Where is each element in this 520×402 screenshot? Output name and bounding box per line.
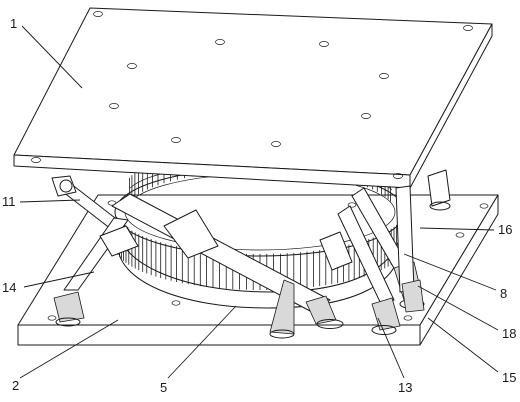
actuator-legs: [51, 169, 451, 339]
callout-label-1: 1: [10, 16, 17, 31]
callout-leader-13: [377, 317, 405, 379]
actuator-leg-center: [269, 279, 295, 339]
callout-leader-11: [19, 199, 81, 203]
callout-leader-15: [427, 317, 499, 373]
callout-leader-5: [167, 305, 237, 379]
callout-label-5: 5: [160, 380, 167, 395]
callout-label-14: 14: [2, 280, 16, 295]
callout-label-18: 18: [502, 326, 516, 341]
actuator-leg-11: [51, 175, 129, 237]
callout-label-11: 11: [2, 194, 16, 209]
callout-leader-18: [417, 285, 499, 331]
callout-leader-8: [403, 253, 497, 291]
callout-leader-2: [19, 319, 119, 379]
callout-leader-14: [23, 271, 95, 288]
callout-leader-16: [419, 227, 495, 231]
actuator-leg-14: [53, 217, 139, 327]
callout-label-2: 2: [12, 378, 19, 393]
callout-label-13: 13: [398, 380, 412, 395]
top-plate: [13, 7, 493, 189]
callout-label-16: 16: [498, 222, 512, 237]
actuator-leg-13: [319, 205, 401, 335]
callout-group: 1 2 5 8 11 13 14 15 16 18: [2, 16, 516, 395]
callout-label-15: 15: [502, 370, 516, 385]
callout-label-8: 8: [500, 286, 507, 301]
callout-leader-1: [21, 25, 83, 89]
actuator-leg-15: [401, 279, 425, 313]
actuator-leg-5: [111, 193, 344, 329]
